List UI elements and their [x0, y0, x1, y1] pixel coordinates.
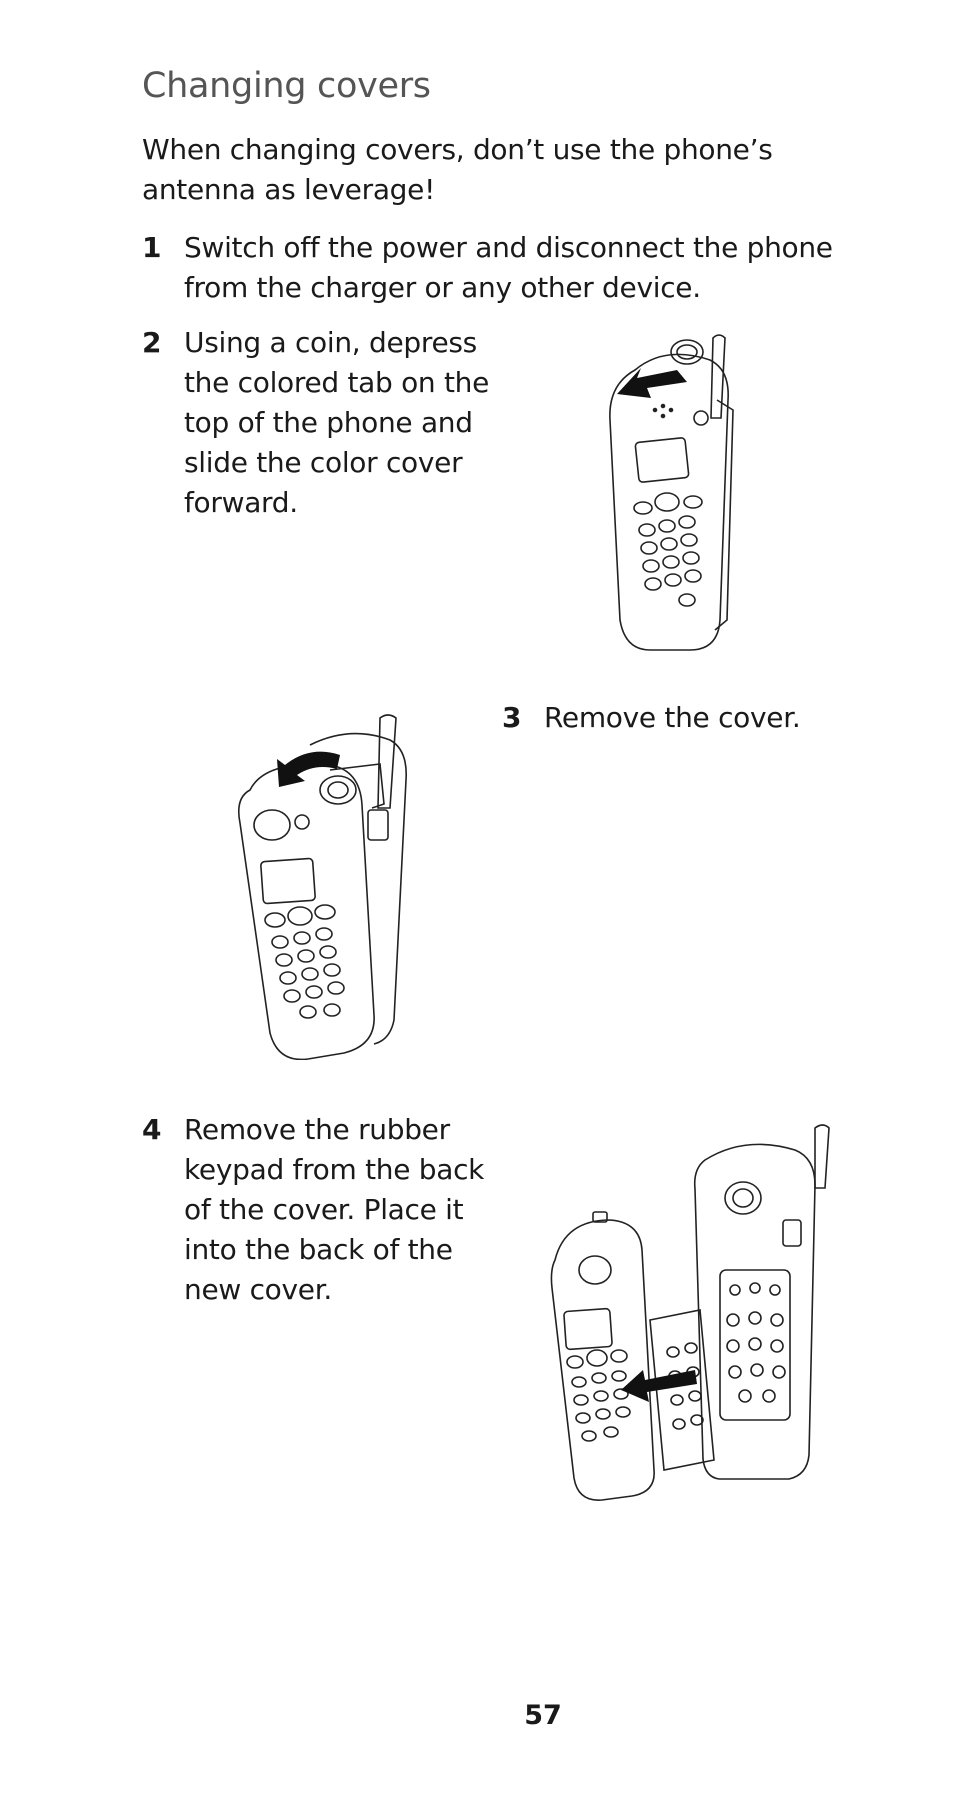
phone-slide-cover-illustration: [605, 330, 755, 660]
step-number: 1: [142, 231, 162, 264]
section-heading: Changing covers: [142, 66, 431, 106]
intro-warning: When changing covers, don’t use the phon…: [142, 133, 773, 206]
step-number: 4: [142, 1113, 162, 1146]
keypad-transfer-illustration: [545, 1120, 845, 1540]
step-text: Switch off the power and disconnect the …: [184, 231, 833, 304]
step-text: Remove the rubber keypad from the back o…: [184, 1113, 485, 1306]
step-number: 2: [142, 326, 162, 359]
step-number: 3: [502, 701, 522, 734]
step-text: Using a coin, depress the colored tab on…: [184, 326, 490, 519]
phone-remove-cover-illustration: [230, 710, 430, 1060]
page-number: 57: [524, 1700, 562, 1731]
step-text: Remove the cover.: [544, 701, 801, 734]
